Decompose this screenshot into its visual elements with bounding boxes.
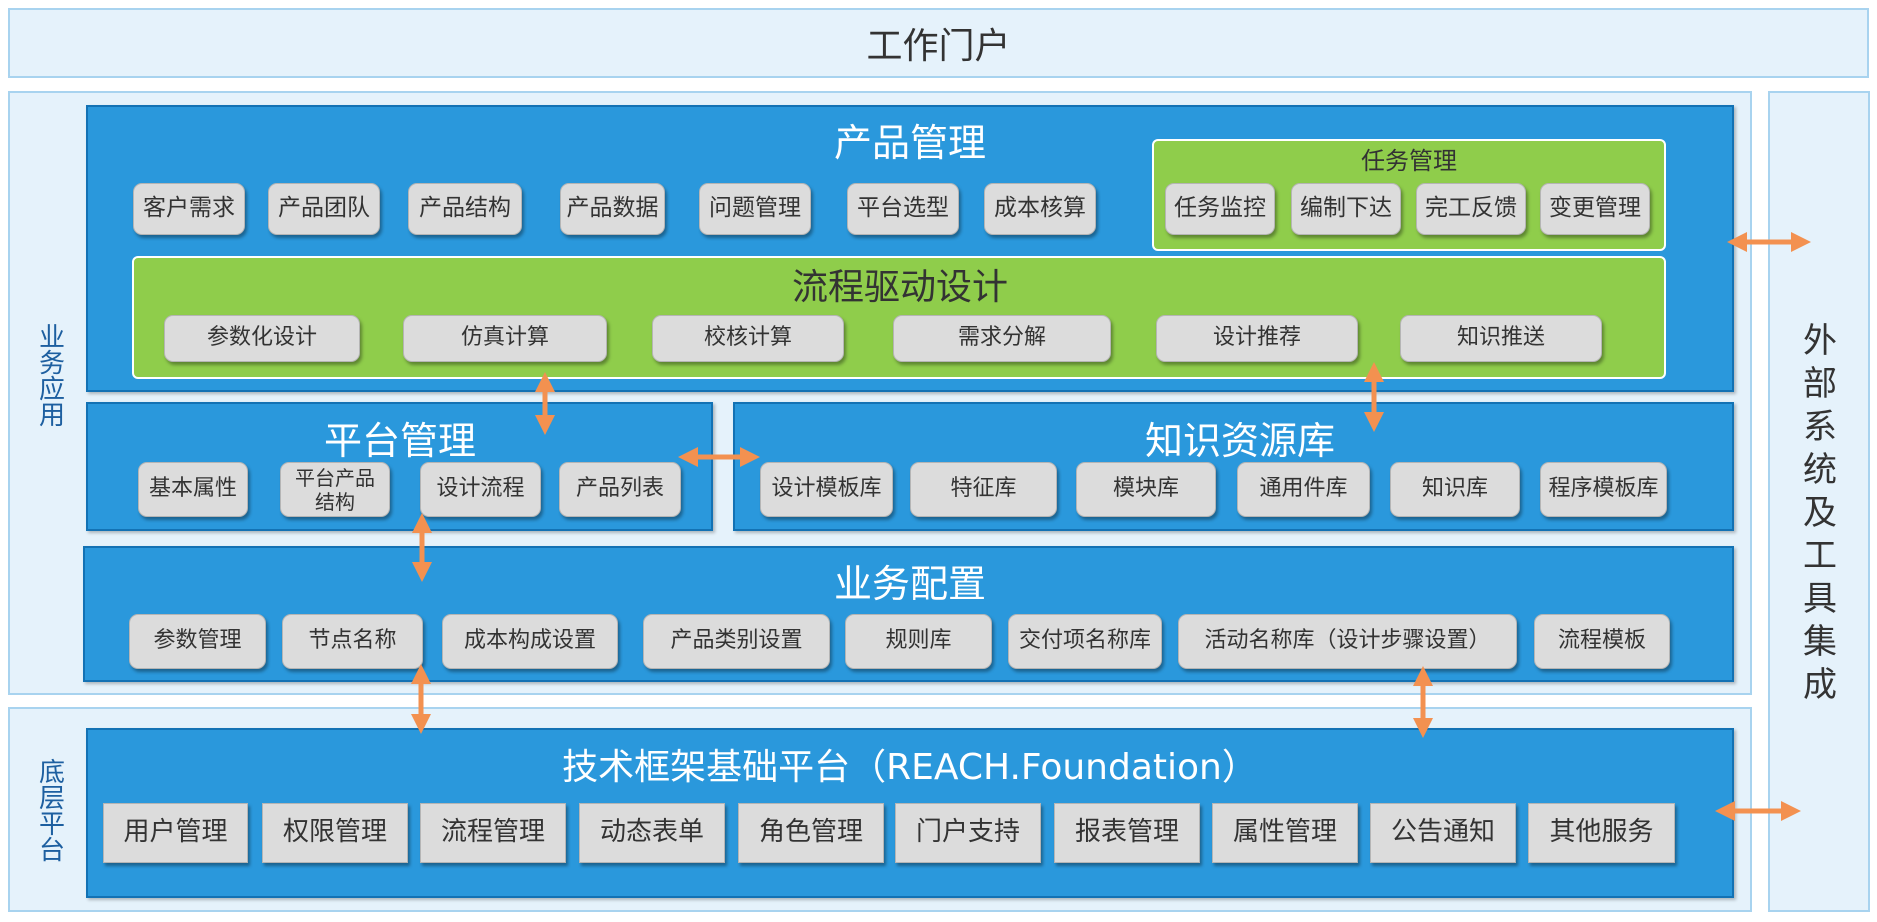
external-systems-column <box>1768 91 1870 912</box>
product-item-5[interactable]: 问题管理 <box>699 183 811 235</box>
foundation-item-7[interactable]: 报表管理 <box>1054 803 1200 863</box>
base-platform-label: 底层平台 <box>34 758 65 862</box>
task-item-4[interactable]: 变更管理 <box>1540 183 1650 235</box>
external-systems-label: 外部系统及工具集成 <box>1803 321 1837 705</box>
foundation-item-10[interactable]: 其他服务 <box>1528 803 1675 863</box>
knowledge-library-title: 知识资源库 <box>1144 419 1335 463</box>
platform-item-3[interactable]: 设计流程 <box>420 462 541 517</box>
knowledge-item-1[interactable]: 设计模板库 <box>760 462 893 517</box>
config-item-7[interactable]: 活动名称库（设计步骤设置） <box>1178 614 1517 669</box>
config-item-5[interactable]: 规则库 <box>845 614 992 669</box>
foundation-item-4[interactable]: 动态表单 <box>579 803 725 863</box>
flow-item-2[interactable]: 仿真计算 <box>403 315 607 362</box>
product-management-title: 产品管理 <box>833 121 986 165</box>
platform-management-title: 平台管理 <box>323 419 476 463</box>
knowledge-item-6[interactable]: 程序模板库 <box>1540 462 1667 517</box>
flow-item-6[interactable]: 知识推送 <box>1400 315 1602 362</box>
knowledge-item-4[interactable]: 通用件库 <box>1237 462 1370 517</box>
product-item-2[interactable]: 产品团队 <box>268 183 380 235</box>
config-item-3[interactable]: 成本构成设置 <box>442 614 618 669</box>
foundation-item-3[interactable]: 流程管理 <box>420 803 566 863</box>
flow-item-1[interactable]: 参数化设计 <box>164 315 360 362</box>
task-management-title: 任务管理 <box>1361 147 1457 175</box>
product-item-6[interactable]: 平台选型 <box>847 183 959 235</box>
foundation-item-5[interactable]: 角色管理 <box>738 803 884 863</box>
flow-item-4[interactable]: 需求分解 <box>893 315 1111 362</box>
portal-bar: 工作门户 <box>8 8 1869 78</box>
config-item-2[interactable]: 节点名称 <box>282 614 423 669</box>
task-item-2[interactable]: 编制下达 <box>1291 183 1401 235</box>
knowledge-item-3[interactable]: 模块库 <box>1076 462 1216 517</box>
platform-item-1[interactable]: 基本属性 <box>138 462 248 517</box>
platform-item-2[interactable]: 平台产品 结构 <box>280 462 390 517</box>
product-item-7[interactable]: 成本核算 <box>984 183 1096 235</box>
task-item-3[interactable]: 完工反馈 <box>1416 183 1526 235</box>
config-item-8[interactable]: 流程模板 <box>1534 614 1670 669</box>
foundation-item-8[interactable]: 属性管理 <box>1212 803 1358 863</box>
foundation-item-6[interactable]: 门户支持 <box>895 803 1041 863</box>
business-config-title: 业务配置 <box>833 562 986 606</box>
foundation-item-1[interactable]: 用户管理 <box>103 803 248 863</box>
flow-item-5[interactable]: 设计推荐 <box>1156 315 1358 362</box>
product-item-3[interactable]: 产品结构 <box>408 183 522 235</box>
knowledge-item-2[interactable]: 特征库 <box>910 462 1057 517</box>
product-item-4[interactable]: 产品数据 <box>560 183 665 235</box>
config-item-6[interactable]: 交付项名称库 <box>1008 614 1162 669</box>
knowledge-item-5[interactable]: 知识库 <box>1390 462 1520 517</box>
config-item-4[interactable]: 产品类别设置 <box>643 614 830 669</box>
foundation-item-9[interactable]: 公告通知 <box>1370 803 1516 863</box>
business-app-label: 业务应用 <box>34 323 65 427</box>
flow-design-title: 流程驱动设计 <box>791 267 1008 308</box>
config-item-1[interactable]: 参数管理 <box>129 614 266 669</box>
platform-item-4[interactable]: 产品列表 <box>559 462 681 517</box>
task-item-1[interactable]: 任务监控 <box>1165 183 1275 235</box>
foundation-item-2[interactable]: 权限管理 <box>262 803 408 863</box>
flow-item-3[interactable]: 校核计算 <box>652 315 844 362</box>
foundation-title: 技术框架基础平台（REACH.Foundation） <box>562 747 1258 788</box>
product-item-1[interactable]: 客户需求 <box>133 183 245 235</box>
portal-title: 工作门户 <box>866 26 1011 67</box>
